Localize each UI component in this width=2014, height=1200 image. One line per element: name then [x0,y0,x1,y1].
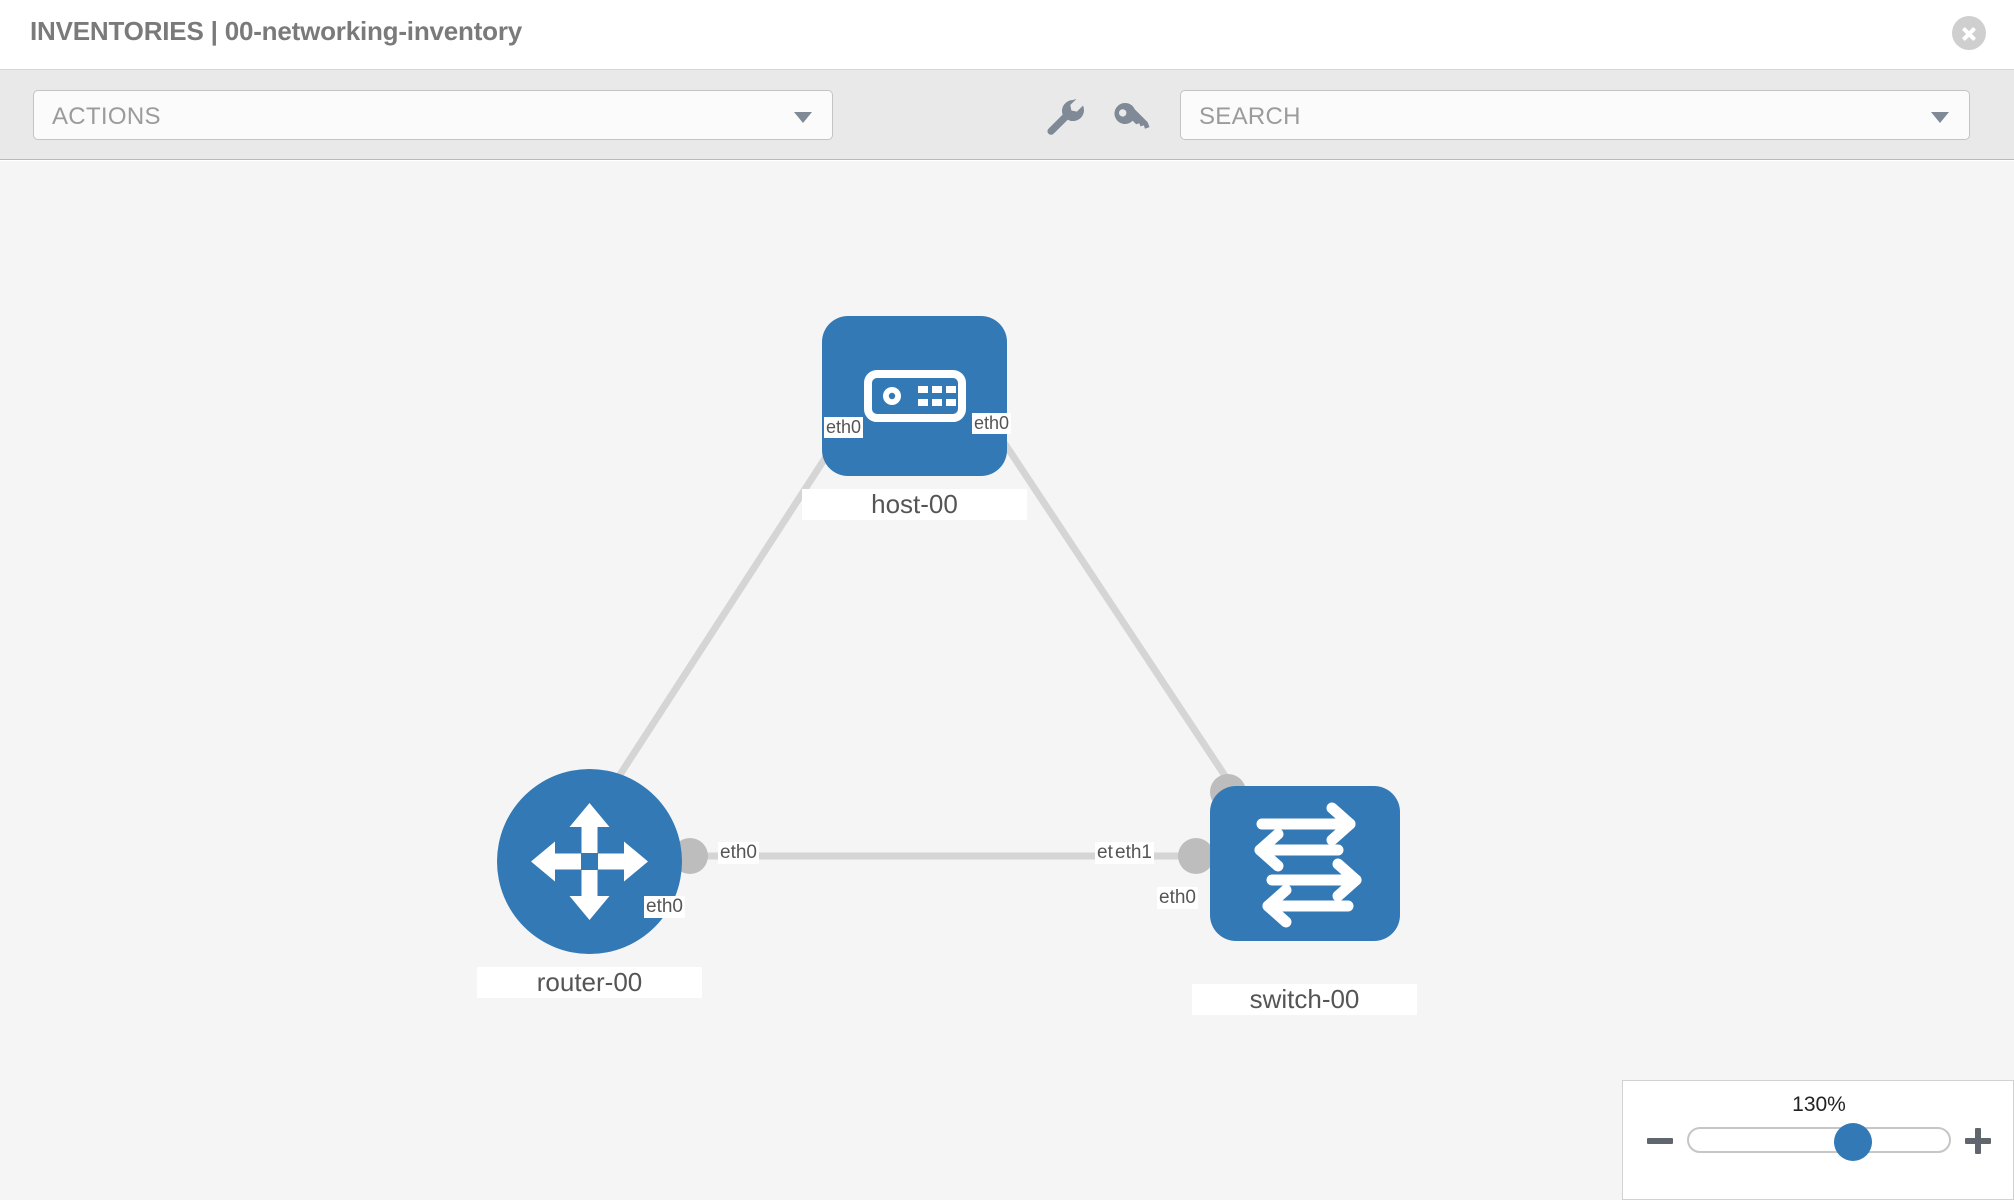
topology-edges [587,359,1248,860]
actions-dropdown[interactable]: ACTIONS [33,90,833,140]
zoom-in-button[interactable] [1965,1127,1991,1154]
node-router-00-label: router-00 [477,967,702,998]
edge-label-host-left: eth0 [824,417,864,438]
node-router-00-shape[interactable] [497,769,682,954]
zoom-control-panel: 130% [1622,1080,2014,1200]
search-input[interactable]: SEARCH [1199,103,1301,130]
search-dropdown[interactable]: SEARCH [1180,90,1970,140]
zoom-slider[interactable] [1687,1123,1951,1161]
router-arrows-icon [531,803,648,920]
wrench-icon[interactable] [1042,96,1086,136]
node-host-00-shape[interactable] [822,316,1007,476]
toolbar: ACTIONS SEARCH [0,70,2014,160]
connector-switch-left [1178,838,1214,874]
edge-label-router-right: eth0 [718,842,759,864]
chevron-down-icon [1931,112,1949,123]
edge-label-switch-up: eth0 [1157,887,1198,909]
node-host-00[interactable]: host-00 [802,316,1027,520]
close-icon[interactable] [1952,16,1986,50]
node-switch-00[interactable]: switch-00 [1192,786,1417,1015]
node-switch-00-label: switch-00 [1192,984,1417,1015]
key-icon[interactable] [1110,96,1154,136]
node-switch-00-shape[interactable] [1210,786,1400,941]
server-device-icon [864,370,966,422]
node-host-00-label: host-00 [802,489,1027,520]
switch-arrows-icon [1254,802,1362,928]
zoom-level-label: 130% [1792,1093,1846,1116]
page-header: INVENTORIES | 00-networking-inventory [0,0,2014,70]
chevron-down-icon [794,112,812,123]
zoom-out-button[interactable] [1647,1127,1673,1153]
edge-label-host-right: eth0 [972,413,1012,434]
edge-label-router-up: eth0 [644,896,685,918]
zoom-slider-thumb[interactable] [1834,1123,1872,1161]
actions-dropdown-label: ACTIONS [52,103,161,130]
topology-canvas[interactable]: host-00 router-00 [0,161,2014,1200]
node-router-00[interactable]: router-00 [477,769,702,998]
edge-label-switch-left: eth1 [1113,842,1154,864]
page-title: INVENTORIES | 00-networking-inventory [30,16,523,46]
